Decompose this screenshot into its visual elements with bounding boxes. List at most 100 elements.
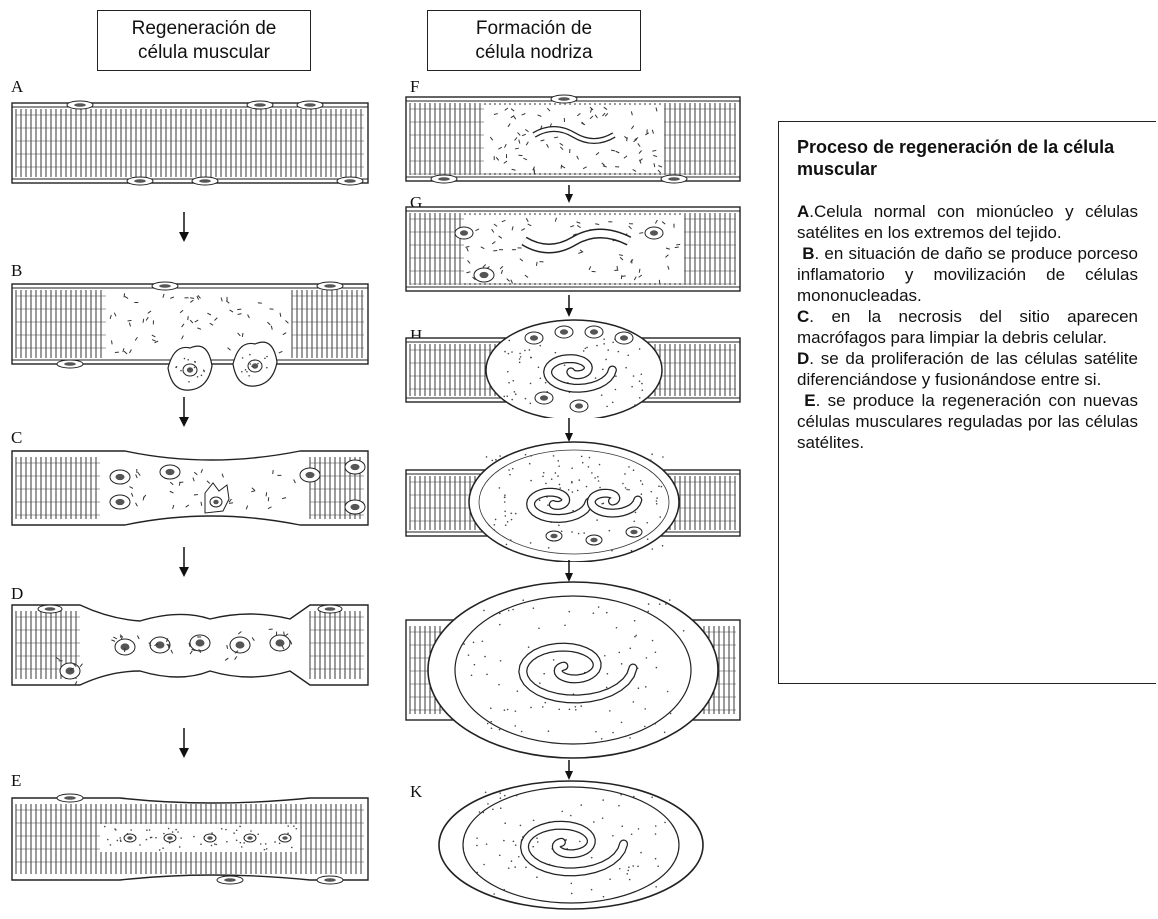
cytoplasm-dot xyxy=(599,487,601,489)
cytoplasm-dot xyxy=(250,830,252,832)
cytoplasm-dot xyxy=(515,513,517,515)
cytoplasm-dot xyxy=(479,811,481,813)
cytoplasm-dot xyxy=(508,340,510,342)
cytoplasm-dot xyxy=(254,359,256,361)
cytoplasm-dot xyxy=(491,460,493,462)
arrow-down-icon xyxy=(178,728,190,758)
cytoplasm-dot xyxy=(525,398,527,400)
cytoplasm-dot xyxy=(639,397,641,399)
cytoplasm-dot xyxy=(530,707,532,709)
cytoplasm-dot xyxy=(662,545,664,547)
cytoplasm-dot xyxy=(622,483,624,485)
cytoplasm-dot xyxy=(473,642,475,644)
cytoplasm-dot xyxy=(242,357,244,359)
nucleolus xyxy=(560,329,568,334)
arrow-down-icon xyxy=(178,397,190,427)
cytoplasm-dot xyxy=(251,365,253,367)
arrow-down-icon xyxy=(564,418,574,442)
cytoplasm-dot xyxy=(569,709,571,711)
cytoplasm-dot xyxy=(499,613,501,615)
nucleolus xyxy=(558,97,570,101)
cytoplasm-dot xyxy=(175,829,177,831)
description-item-a: A.Celula normal con mionúcleo y células … xyxy=(797,201,1138,243)
panel-c-necrosis xyxy=(10,447,370,529)
cytoplasm-dot xyxy=(146,829,148,831)
cytoplasm-dot xyxy=(564,624,566,626)
cytoplasm-dot xyxy=(635,635,637,637)
cytoplasm-dot xyxy=(621,663,623,665)
debris-mark xyxy=(675,247,679,248)
nucleolus xyxy=(199,179,211,183)
cytoplasm-dot xyxy=(656,500,658,502)
cytoplasm-dot xyxy=(240,842,242,844)
nucleolus xyxy=(630,530,637,535)
cytoplasm-dot xyxy=(201,375,203,377)
cytoplasm-dot xyxy=(575,709,577,711)
arrow-down-icon xyxy=(178,212,190,242)
cytoplasm-dot xyxy=(591,889,593,891)
cytoplasm-dot xyxy=(512,380,514,382)
cytoplasm-dot xyxy=(558,524,560,526)
cytoplasm-dot xyxy=(500,807,502,809)
cytoplasm-dot xyxy=(558,465,560,467)
cytoplasm-dot xyxy=(605,359,607,361)
debris-mark xyxy=(554,137,558,138)
cytoplasm-dot xyxy=(658,485,660,487)
cytoplasm-dot xyxy=(482,640,484,642)
cytoplasm-dot xyxy=(645,686,647,688)
cytoplasm-dot xyxy=(494,529,496,531)
cytoplasm-dot xyxy=(119,837,121,839)
cytoplasm-dot xyxy=(504,351,506,353)
nucleolus xyxy=(324,878,336,882)
debris-mark xyxy=(188,316,189,320)
cytoplasm-dot xyxy=(667,691,669,693)
cytoplasm-dot xyxy=(644,726,646,728)
cytoplasm-dot xyxy=(514,391,516,393)
cytoplasm-dot xyxy=(568,489,570,491)
cytoplasm-dot xyxy=(494,524,496,526)
cytoplasm-dot xyxy=(525,454,527,456)
cytoplasm-dot xyxy=(486,843,488,845)
cytoplasm-dot xyxy=(530,357,532,359)
cytoplasm-dot xyxy=(511,351,513,353)
description-item-e: E. se produce la regeneración con nuevas… xyxy=(797,390,1138,453)
cytoplasm-dot xyxy=(633,796,635,798)
nucleolus xyxy=(236,641,245,648)
cytoplasm-dot xyxy=(646,522,648,524)
cytoplasm-dot xyxy=(507,709,509,711)
cytoplasm-dot xyxy=(511,399,513,401)
panel-label-k: K xyxy=(410,782,422,802)
cytoplasm-dot xyxy=(504,501,506,503)
cytoplasm-dot xyxy=(620,794,622,796)
cytoplasm-dot xyxy=(634,404,636,406)
cytoplasm-dot xyxy=(655,833,657,835)
cytoplasm-dot xyxy=(483,864,485,866)
cytoplasm-dot xyxy=(476,845,478,847)
nucleolus xyxy=(304,103,316,107)
nucleolus xyxy=(306,472,315,478)
cytoplasm-dot xyxy=(583,532,585,534)
cytoplasm-dot xyxy=(544,702,546,704)
cytoplasm-dot xyxy=(117,840,119,842)
cytoplasm-dot xyxy=(520,356,522,358)
cytoplasm-dot xyxy=(641,389,643,391)
cytoplasm-dot xyxy=(515,710,517,712)
cytoplasm-dot xyxy=(579,841,581,843)
cytoplasm-dot xyxy=(511,860,513,862)
cytoplasm-dot xyxy=(504,494,506,496)
nucleolus xyxy=(276,639,285,646)
cytoplasm-dot xyxy=(233,832,235,834)
cytoplasm-dot xyxy=(611,550,613,552)
cytoplasm-dot xyxy=(619,868,621,870)
cytoplasm-dot xyxy=(530,383,532,385)
panel-label-a: A xyxy=(11,77,23,97)
cytoplasm-dot xyxy=(514,725,516,727)
cytoplasm-dot xyxy=(650,491,652,493)
cytoplasm-dot xyxy=(661,486,663,488)
cytoplasm-dot xyxy=(503,889,505,891)
cytoplasm-dot xyxy=(631,833,633,835)
cytoplasm-dot xyxy=(559,487,561,489)
nucleolus xyxy=(45,607,56,611)
panel-label-e: E xyxy=(11,771,21,791)
panel-label-c: C xyxy=(11,428,22,448)
